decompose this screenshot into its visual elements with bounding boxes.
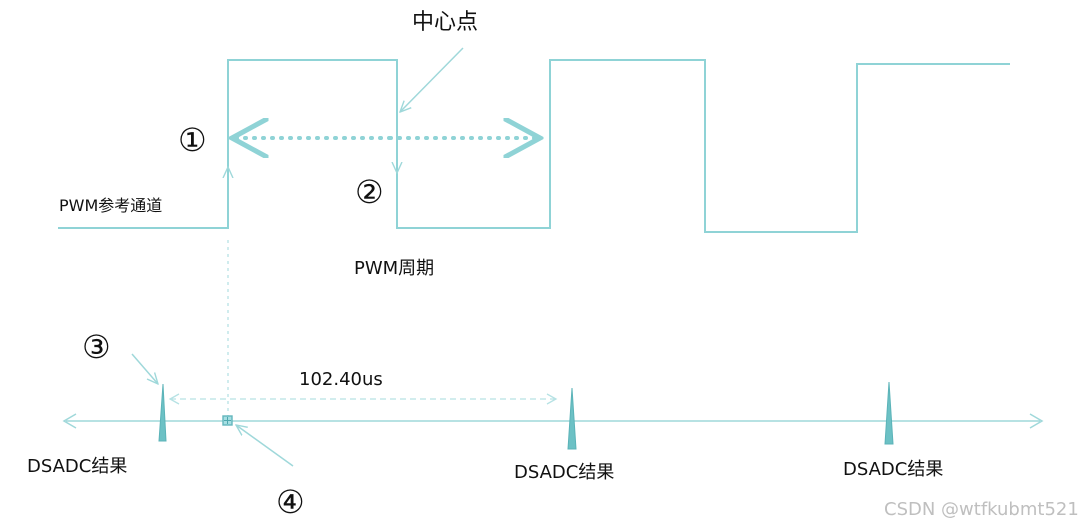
timeline-left-arrowhead [62, 413, 77, 429]
dsadc-result-label-1: DSADC结果 [27, 456, 128, 477]
watermark-text: CSDN @wtfkubmt521 [884, 499, 1079, 520]
center-point-arrow [400, 47, 464, 112]
timeline-right-arrowhead [1029, 413, 1044, 429]
interval-right-arrowhead [546, 393, 558, 405]
marker-1: ① [178, 121, 207, 159]
marker-4-arrow [236, 425, 294, 467]
pwm-period-label: PWM周期 [354, 258, 435, 279]
dsadc-result-spike-3 [884, 381, 894, 445]
dsadc-result-label-3: DSADC结果 [843, 459, 944, 480]
marker-3: ③ [82, 328, 111, 366]
dsadc-result-spike-2 [567, 387, 577, 450]
interval-label: 102.40us [299, 369, 383, 390]
pwm-reference-channel-label: PWM参考通道 [59, 196, 163, 215]
center-point-label: 中心点 [412, 10, 479, 35]
interval-left-arrowhead [168, 393, 180, 405]
dsadc-result-label-2: DSADC结果 [514, 462, 615, 483]
dsadc-result-spike-1 [158, 383, 167, 442]
pwm-waveform [58, 59, 1010, 233]
marker-3-arrow [131, 353, 158, 384]
marker-4: ④ [276, 483, 305, 521]
marker-2: ② [355, 173, 384, 211]
